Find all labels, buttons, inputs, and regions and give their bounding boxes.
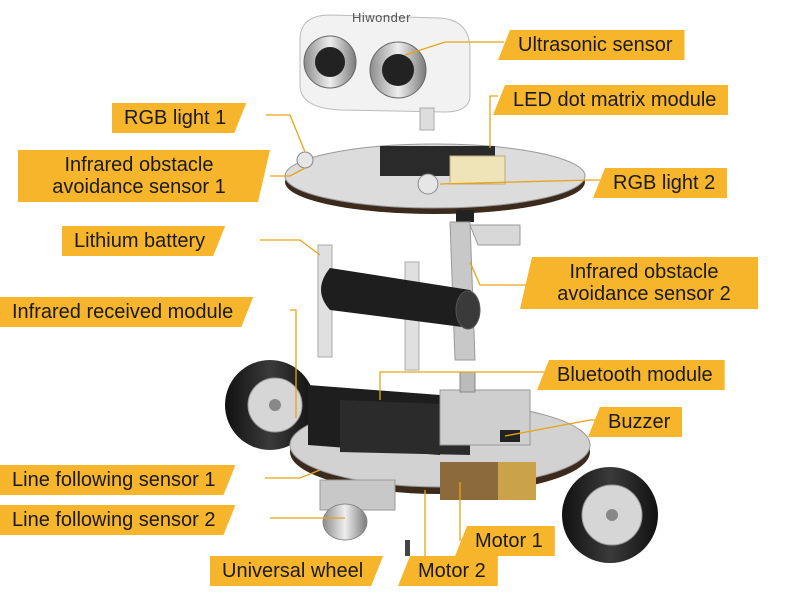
label-motor-2: Motor 2 (398, 556, 498, 586)
brand-logo-text: Hiwonder (352, 10, 411, 25)
label-infrared-received-module: Infrared received module (0, 297, 253, 327)
label-motor-1: Motor 1 (455, 526, 555, 556)
label-infrared-obstacle-avoidance-sensor-2: Infrared obstacle avoidance sensor 2 (520, 257, 758, 309)
label-rgb-light-2: RGB light 2 (593, 168, 728, 198)
battery-and-standoffs-part (317, 244, 481, 371)
label-line-following-sensor-2: Line following sensor 2 (0, 505, 235, 535)
label-universal-wheel: Universal wheel (210, 556, 383, 586)
label-ultrasonic-sensor: Ultrasonic sensor (498, 30, 685, 60)
label-infrared-obstacle-avoidance-sensor-1: Infrared obstacle avoidance sensor 1 (18, 150, 270, 202)
label-led-dot-matrix-module: LED dot matrix module (493, 85, 729, 115)
label-bluetooth-module: Bluetooth module (537, 360, 725, 390)
label-line-following-sensor-1: Line following sensor 1 (0, 465, 235, 495)
lower-chassis-part (289, 371, 591, 556)
left-wheel-part (225, 360, 315, 450)
ultrasonic-sensor-part (299, 14, 471, 131)
right-wheel-part (562, 467, 658, 563)
top-plate-part (284, 143, 586, 222)
leader-lines (260, 41, 600, 569)
label-rgb-light-1: RGB light 1 (112, 103, 246, 133)
label-buzzer: Buzzer (588, 407, 683, 437)
label-lithium-battery: Lithium battery (62, 226, 225, 256)
